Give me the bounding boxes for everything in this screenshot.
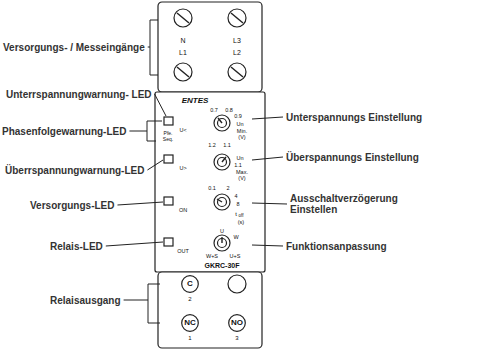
- dial: [214, 194, 230, 210]
- terminal-number: 1: [188, 335, 191, 342]
- dial-pointer: [221, 237, 222, 243]
- dial: [218, 198, 227, 207]
- terminal-label: L3: [233, 37, 241, 45]
- callout-label: Überrspannungwarnung-LED: [5, 165, 144, 176]
- leader-line: [252, 117, 283, 119]
- brand-logo: ENTES: [182, 97, 209, 106]
- scale-value: 2: [226, 185, 229, 191]
- leader-line: [252, 245, 283, 246]
- dial: [214, 115, 230, 131]
- callout-label: Versorgungs-LED: [30, 200, 114, 211]
- scale-value: 0.1: [208, 185, 216, 191]
- scale-value: U: [220, 228, 224, 234]
- leader-line: [129, 131, 147, 132]
- scale-value: 1.2: [208, 142, 216, 148]
- scale-label: off: [239, 214, 244, 219]
- scale-label: (V): [238, 134, 245, 140]
- terminal-number: 3: [235, 335, 238, 342]
- dial-pointer: [217, 199, 222, 202]
- terminal-outline: [229, 315, 246, 332]
- terminal-label: C: [187, 280, 193, 288]
- screw-slot: [231, 13, 243, 23]
- terminal-block: [158, 2, 262, 92]
- callout-label: Phasenfolgewarnung-LED: [2, 126, 126, 137]
- led: [164, 117, 173, 125]
- led: [164, 238, 173, 246]
- led-label: OUT: [177, 248, 189, 254]
- dial: [218, 119, 227, 128]
- scale-value: U+S: [230, 253, 241, 259]
- screw: [228, 63, 246, 81]
- bracket: [150, 20, 158, 75]
- screw: [228, 9, 246, 27]
- dial: [214, 154, 230, 170]
- model-name: GKRC-30F: [204, 262, 239, 270]
- scale-value: 1.1: [223, 142, 231, 148]
- leader-line: [106, 242, 163, 246]
- callout-label: Relais-LED: [50, 241, 103, 252]
- scale-value: 1.1: [234, 162, 242, 168]
- terminal-block: [158, 272, 262, 348]
- callout-label: Unterrspannungwarnung- LED: [6, 89, 152, 100]
- front-panel: [155, 92, 265, 272]
- scale-label: Max.: [236, 169, 248, 175]
- scale-value: 0.9: [234, 113, 242, 119]
- screw-slot: [231, 67, 243, 77]
- dial-pointer: [222, 157, 226, 162]
- callout-label: Relaisausgang: [50, 295, 121, 306]
- terminal-label: NO: [231, 319, 243, 327]
- scale-label: Min.: [237, 128, 247, 134]
- screw: [174, 63, 192, 81]
- terminal-number: 2: [188, 296, 191, 303]
- screw-slot: [177, 67, 189, 77]
- scale-value: W+S: [206, 253, 218, 259]
- callout-label: Unterspannungs Einstellung: [286, 112, 422, 123]
- scale-label: (s): [238, 219, 244, 225]
- scale-value: 0.7: [210, 107, 218, 113]
- led-label: ON: [179, 207, 187, 213]
- screw: [174, 9, 192, 27]
- scale-label: t: [235, 211, 237, 218]
- bracket: [148, 284, 160, 323]
- led: [164, 197, 173, 205]
- terminal-circle: C: [181, 275, 199, 293]
- leader-line: [148, 47, 150, 48]
- scale-value: 4: [234, 193, 237, 199]
- callout-label: Überspannungs Einstellung: [286, 152, 419, 163]
- screw-slot: [177, 13, 189, 23]
- scale-value: Un: [236, 155, 243, 161]
- leader-line: [155, 94, 166, 116]
- scale-value: W: [233, 234, 238, 240]
- terminal-circle: NO: [228, 314, 246, 332]
- leader-line: [252, 157, 283, 160]
- leader-line: [117, 202, 163, 205]
- led-label: U<: [179, 127, 186, 133]
- leader-line: [147, 160, 163, 170]
- scale-value: Un: [236, 121, 243, 127]
- terminal-label: L2: [233, 49, 241, 57]
- terminal-label: NC: [184, 319, 196, 327]
- terminal-label: N: [180, 37, 185, 45]
- led-label: U>: [179, 165, 186, 171]
- dial: [214, 235, 230, 251]
- terminal-label: L1: [179, 49, 187, 57]
- scale-label: (V): [238, 175, 245, 181]
- scale-value: 0.8: [225, 107, 233, 113]
- bracket: [147, 121, 162, 141]
- leader-line: [252, 203, 287, 204]
- terminal-circle: NC: [181, 314, 199, 332]
- dial: [218, 158, 227, 167]
- led-label: Pfe. Seq.: [159, 131, 177, 142]
- scale-value: 8: [236, 201, 239, 207]
- callout-label: Ausschaltverzögerung Einstellen: [290, 193, 425, 215]
- callout-label: Funktionsanpassung: [286, 241, 387, 252]
- terminal-outline: [182, 276, 199, 293]
- dial-pointer: [218, 118, 222, 123]
- terminal: [228, 275, 246, 293]
- led: [164, 155, 173, 163]
- terminal-outline: [182, 315, 199, 332]
- callout-label: Versorgungs- / Messeingänge: [3, 42, 145, 53]
- leader-line: [124, 300, 148, 301]
